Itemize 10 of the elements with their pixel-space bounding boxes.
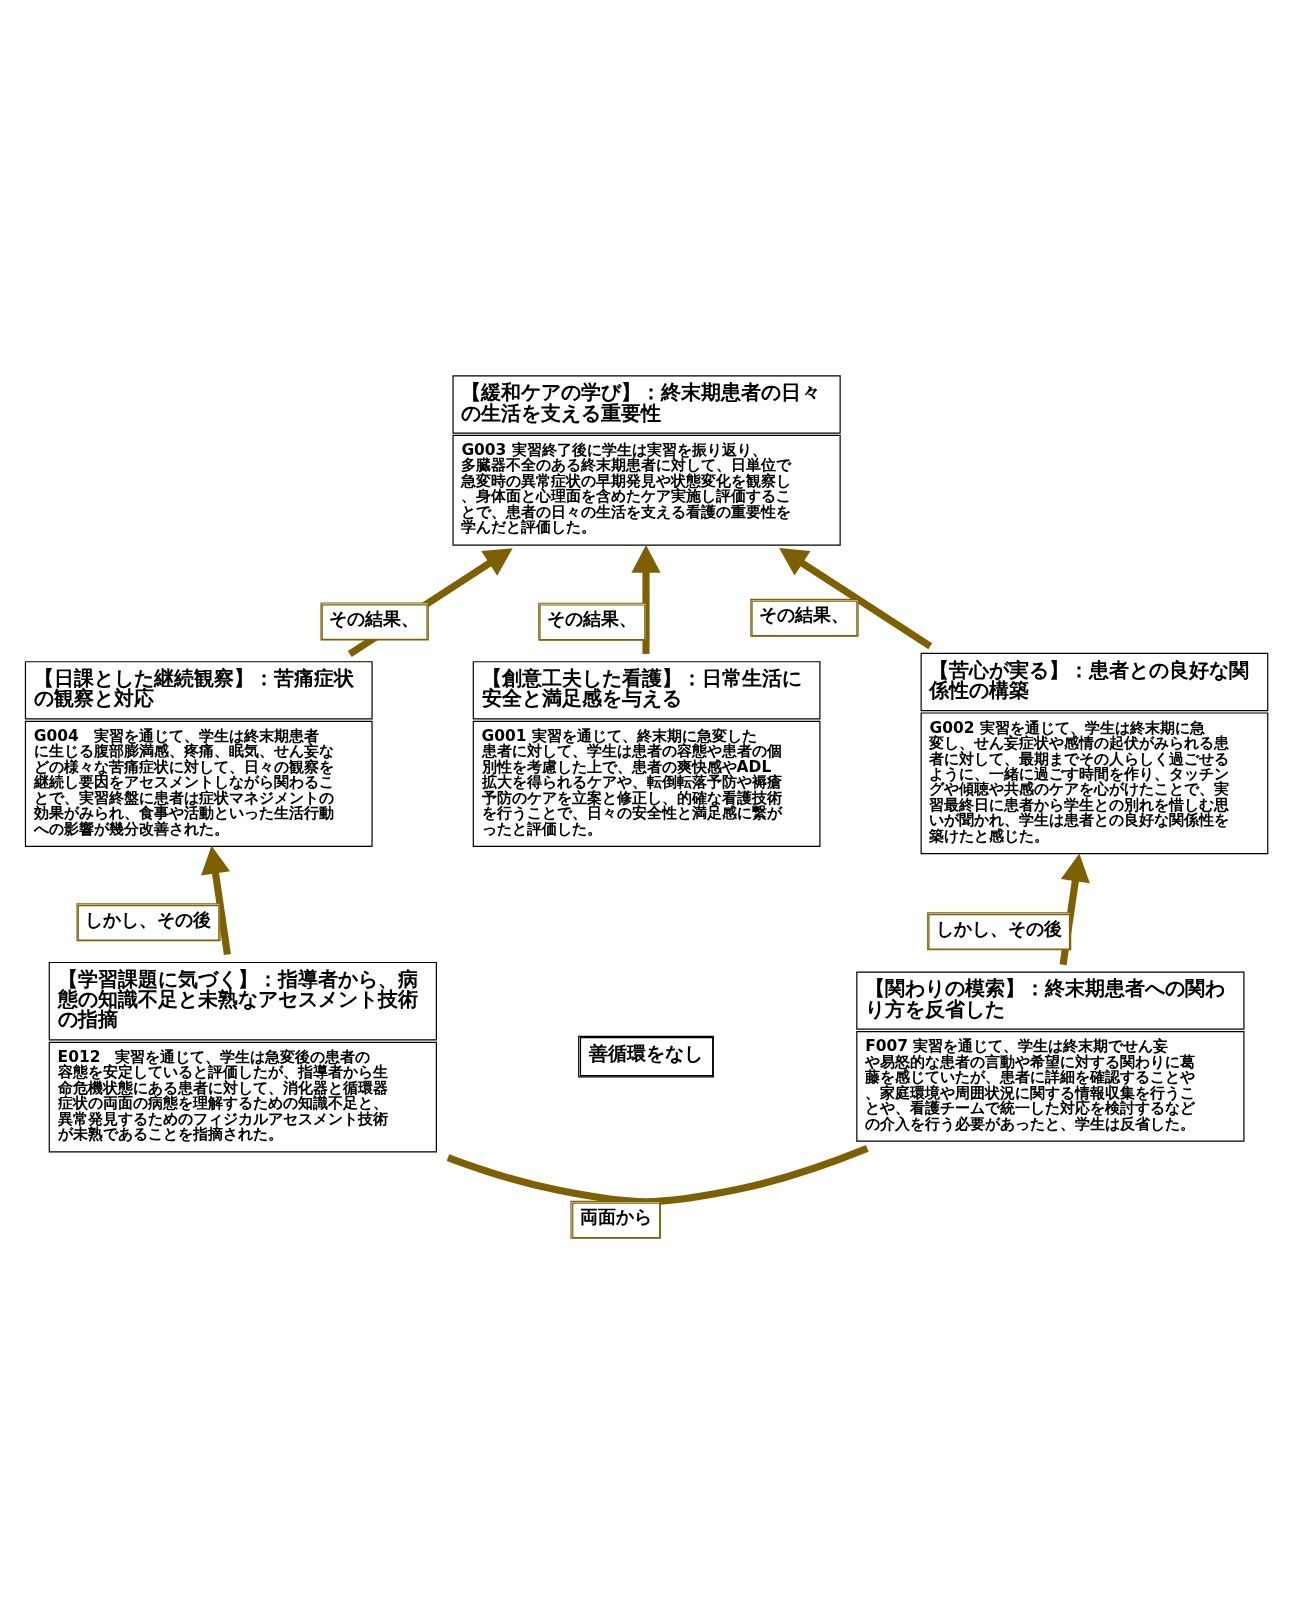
edge-label: その結果、 [759,604,850,626]
edge-label: その結果、 [547,608,638,630]
arrow [779,548,933,650]
label: 善循環をなし [588,1041,703,1064]
edge-label: その結果、 [329,608,420,630]
connector [446,1145,869,1206]
edge-label: しかし、その後 [85,908,212,930]
arrow [1059,853,1090,966]
edge-label: 両面から [579,1206,652,1228]
edge-label: しかし、その後 [936,917,1063,939]
